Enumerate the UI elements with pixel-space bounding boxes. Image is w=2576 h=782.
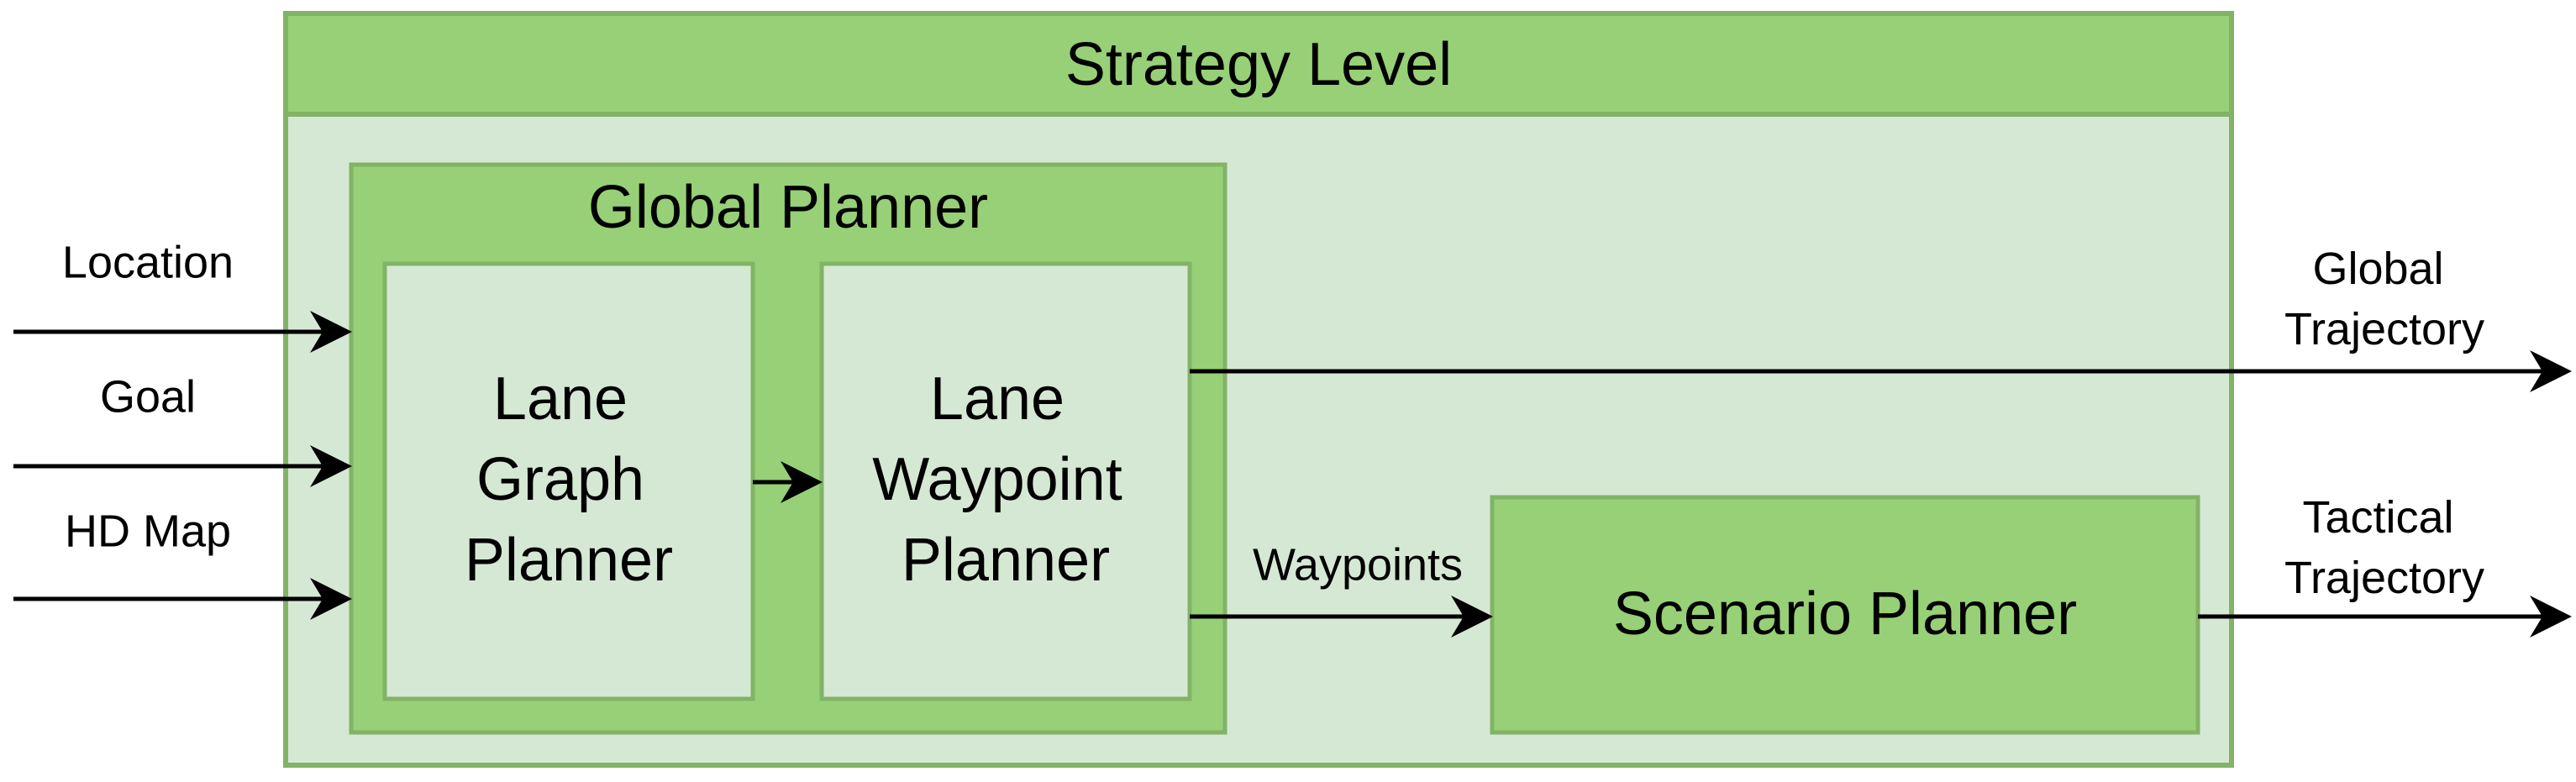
- global-trajectory-label-line-2: Trajectory: [2284, 304, 2484, 354]
- scenario-planner-frame: [1490, 495, 2200, 735]
- global-trajectory-label-line-1: Global: [2312, 244, 2443, 294]
- tactical-trajectory-label-line-2: Trajectory: [2284, 553, 2484, 603]
- svg-text:Lane Graph Planner: Lane Graph Planner: [465, 365, 673, 594]
- global-planner-title: Global Planner: [588, 174, 988, 241]
- svg-text:Lane Waypoint Plan: Lane Waypoint Planner: [872, 365, 1138, 594]
- tactical-trajectory-label-line-1: Tactical: [2302, 492, 2453, 543]
- internal-arrows: [753, 350, 2572, 638]
- strategy-level-title: Strategy Level: [1065, 31, 1452, 98]
- strategy-level-header: [283, 11, 2234, 117]
- lane-waypoint-planner-line-3: Planner: [902, 527, 1110, 594]
- svg-text:Global Trajectory: Global Trajectory: [2284, 244, 2484, 354]
- location-label: Location: [62, 237, 234, 287]
- svg-text:Tactical Trajectory: Tactical Trajectory: [2284, 492, 2484, 603]
- lane-waypoint-planner-box: Lane Waypoint Planner: [819, 261, 1192, 701]
- scenario-planner-title: Scenario Planner: [1613, 580, 2077, 648]
- scenario-planner-box: Scenario Planner: [1490, 495, 2200, 735]
- lane-waypoint-planner-line-1: Lane: [930, 365, 1065, 433]
- lane-graph-planner-frame: [382, 261, 755, 701]
- lane-graph-planner-box: Lane Graph Planner: [382, 261, 755, 701]
- lane-graph-planner-line-2: Graph: [476, 446, 644, 513]
- goal-label: Goal: [100, 371, 196, 422]
- lane-graph-planner-line-3: Planner: [465, 527, 673, 594]
- waypoints-label: Waypoints: [1253, 539, 1463, 590]
- lane-waypoint-planner-line-2: Waypoint: [872, 446, 1122, 513]
- hd-map-label: HD Map: [65, 506, 231, 556]
- input-arrows: [13, 311, 352, 620]
- lane-waypoint-planner-frame: [819, 261, 1192, 701]
- lane-graph-planner-line-1: Lane: [493, 365, 628, 433]
